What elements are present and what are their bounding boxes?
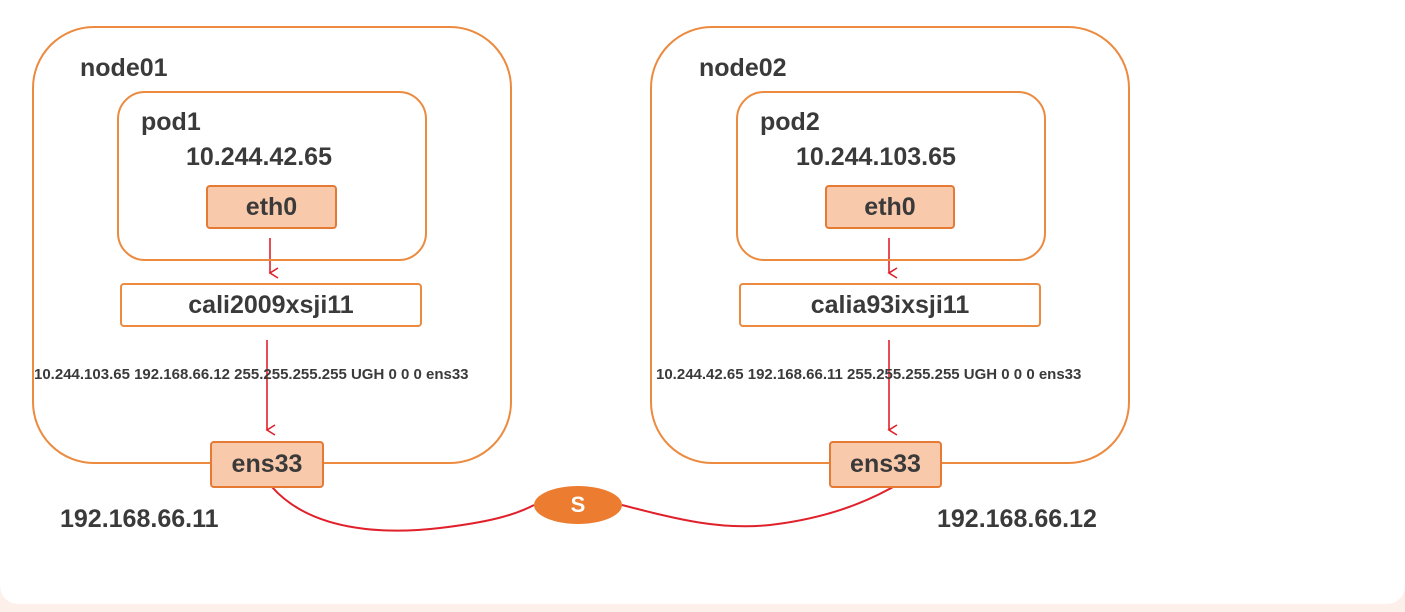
node02-veth-iface: calia93ixsji11 — [739, 283, 1041, 327]
pod2-container — [736, 91, 1046, 261]
node01-title: node01 — [80, 54, 168, 82]
node01-veth-iface: cali2009xsji11 — [120, 283, 422, 327]
node02-title: node02 — [699, 54, 787, 82]
node02-host-ip: 192.168.66.12 — [937, 505, 1097, 533]
pod1-eth0-iface: eth0 — [206, 185, 337, 229]
pod1-container — [117, 91, 427, 261]
pod1-title: pod1 — [141, 108, 201, 136]
pod2-title: pod2 — [760, 108, 820, 136]
cable-node01-switch — [271, 486, 535, 532]
pod2-ip: 10.244.103.65 — [796, 143, 956, 171]
cable-switch-node02 — [621, 486, 894, 528]
pod2-eth0-iface: eth0 — [825, 185, 955, 229]
node01-route-entry: 10.244.103.65 192.168.66.12 255.255.255.… — [34, 366, 469, 383]
network-switch: S — [534, 486, 622, 524]
node01-host-ip: 192.168.66.11 — [60, 505, 219, 533]
node02-ens33-nic: ens33 — [829, 441, 942, 488]
node02-route-entry: 10.244.42.65 192.168.66.11 255.255.255.2… — [656, 366, 1082, 383]
node01-ens33-nic: ens33 — [210, 441, 324, 488]
pod1-ip: 10.244.42.65 — [186, 143, 332, 171]
